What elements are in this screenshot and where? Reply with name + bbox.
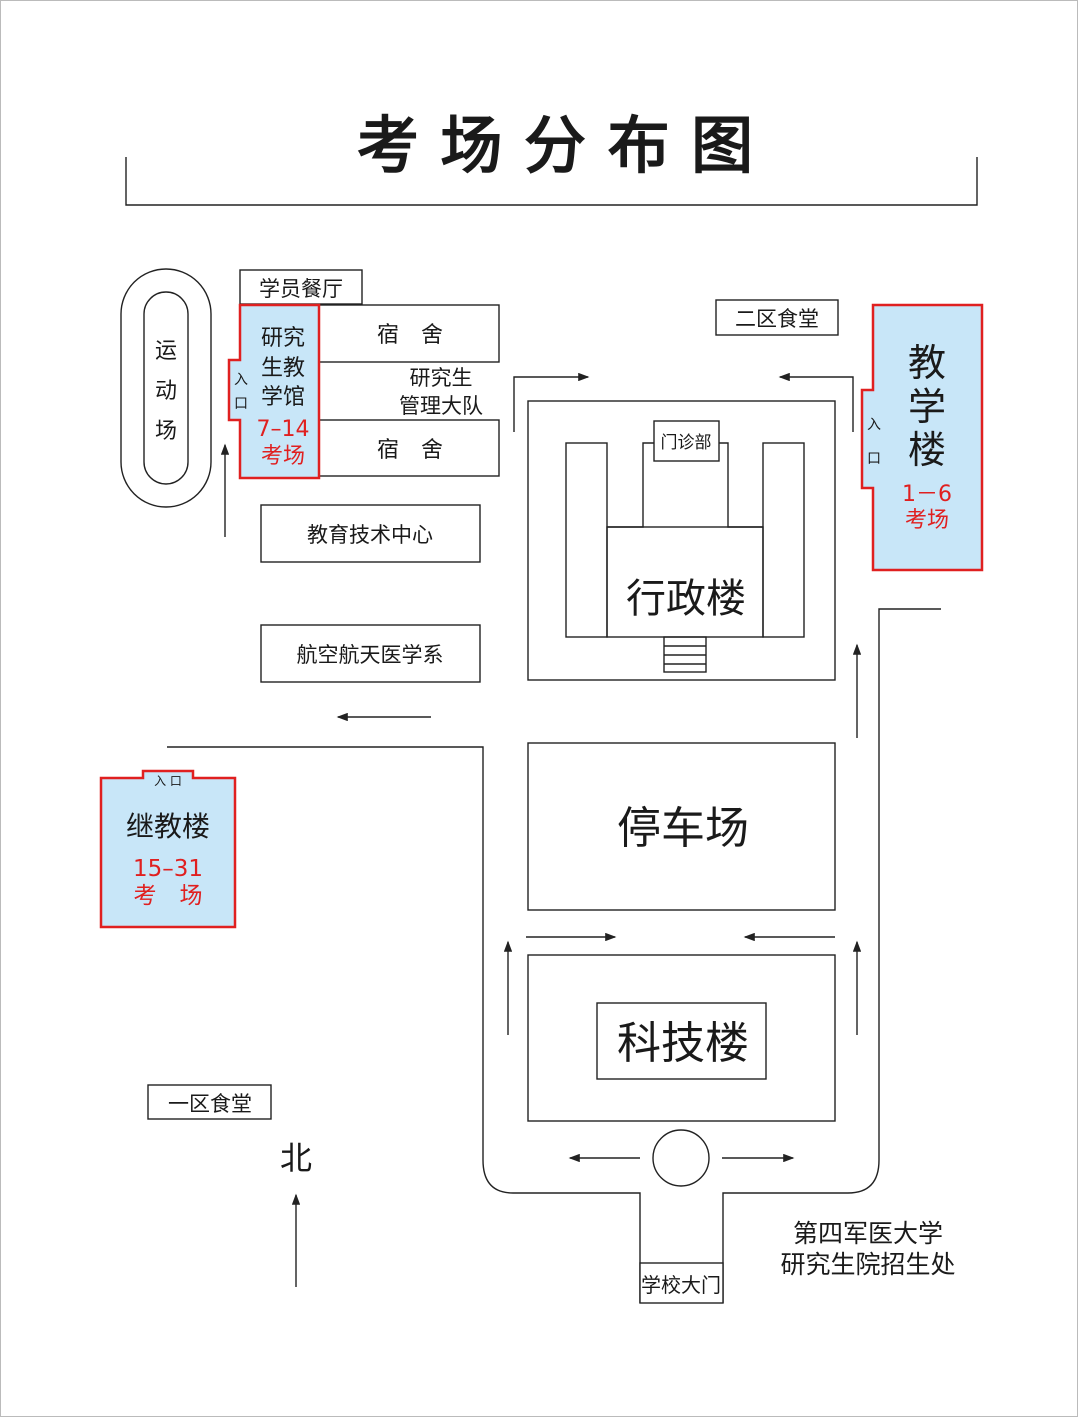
parking-lot: 停车场 bbox=[527, 742, 836, 911]
label: 生教 bbox=[261, 356, 305, 381]
map-title: 考 场 分 布 图 bbox=[357, 109, 753, 182]
label: 宿 舍 bbox=[377, 323, 443, 348]
label: 学 bbox=[908, 385, 946, 429]
edu-tech-center: 教育技术中心 bbox=[260, 504, 481, 563]
sports-field: 运 动 场 bbox=[120, 268, 212, 508]
label: 楼 bbox=[908, 428, 946, 472]
label: 停车场 bbox=[617, 803, 749, 854]
continuing-edu-building[interactable]: 入 口 继教楼 15–31 考 场 bbox=[99, 769, 237, 929]
label: 继教楼 bbox=[126, 810, 210, 843]
main-gate: 学校大门 bbox=[639, 1262, 724, 1304]
entrance-label: 口 bbox=[867, 451, 881, 467]
exam-rooms-label: 考 场 bbox=[134, 883, 203, 909]
admin-label: 行政楼 bbox=[626, 576, 746, 622]
exam-rooms: 15–31 bbox=[133, 856, 203, 882]
label: 教育技术中心 bbox=[307, 523, 433, 547]
road-left bbox=[167, 746, 641, 1303]
dorm-bottom: 宿 舍 bbox=[318, 419, 500, 477]
track-label: 运 bbox=[155, 339, 177, 364]
student-canteen: 学员餐厅 bbox=[239, 269, 363, 305]
teaching-building[interactable]: 教 学 楼 1－6 考场 入 口 bbox=[860, 303, 984, 572]
track-label: 动 bbox=[155, 379, 177, 404]
label: 学校大门 bbox=[641, 1273, 721, 1297]
label: 航空航天医学系 bbox=[297, 643, 444, 667]
label: 科技楼 bbox=[617, 1018, 749, 1069]
track-label: 场 bbox=[155, 419, 177, 444]
label: 学员餐厅 bbox=[259, 277, 343, 301]
entrance-label: 入 bbox=[867, 417, 881, 433]
entrance-label: 入 bbox=[234, 372, 248, 388]
grad-brigade-label: 研究生 bbox=[410, 366, 473, 390]
aerospace-dept: 航空航天医学系 bbox=[260, 624, 481, 683]
entrance-label: 入 口 bbox=[154, 774, 182, 788]
label: 宿 舍 bbox=[377, 438, 443, 463]
tech-building: 科技楼 bbox=[527, 954, 836, 1122]
grad-teaching-hall[interactable]: 研究 生教 学馆 7–14 考场 入 口 bbox=[227, 303, 321, 480]
north-label: 北 bbox=[280, 1139, 312, 1177]
admin-building: 门诊部 行政楼 bbox=[527, 400, 836, 681]
dorm-top: 宿 舍 bbox=[318, 304, 500, 363]
exam-rooms: 1－6 bbox=[902, 482, 952, 507]
footer-office: 研究生院招生处 bbox=[780, 1250, 955, 1279]
label: 二区食堂 bbox=[735, 307, 819, 331]
grad-brigade-label: 管理大队 bbox=[399, 394, 483, 418]
label: 研究 bbox=[261, 326, 305, 351]
roundabout bbox=[652, 1129, 710, 1187]
road-right bbox=[722, 608, 941, 1303]
clinic-label: 门诊部 bbox=[661, 433, 712, 453]
exam-rooms-label: 考场 bbox=[261, 444, 305, 469]
zone1-canteen: 一区食堂 bbox=[147, 1084, 272, 1120]
label: 学馆 bbox=[261, 385, 305, 410]
exam-rooms-label: 考场 bbox=[905, 508, 949, 533]
title-bracket bbox=[125, 157, 978, 206]
route-arrow bbox=[778, 372, 854, 432]
label: 教 bbox=[908, 341, 946, 385]
clinic bbox=[653, 420, 720, 462]
label: 一区食堂 bbox=[168, 1092, 252, 1116]
entrance-label: 口 bbox=[234, 396, 248, 412]
footer-university: 第四军医大学 bbox=[793, 1219, 943, 1248]
route-arrow bbox=[513, 372, 590, 432]
zone2-canteen: 二区食堂 bbox=[715, 299, 839, 336]
exam-rooms: 7–14 bbox=[257, 417, 310, 442]
